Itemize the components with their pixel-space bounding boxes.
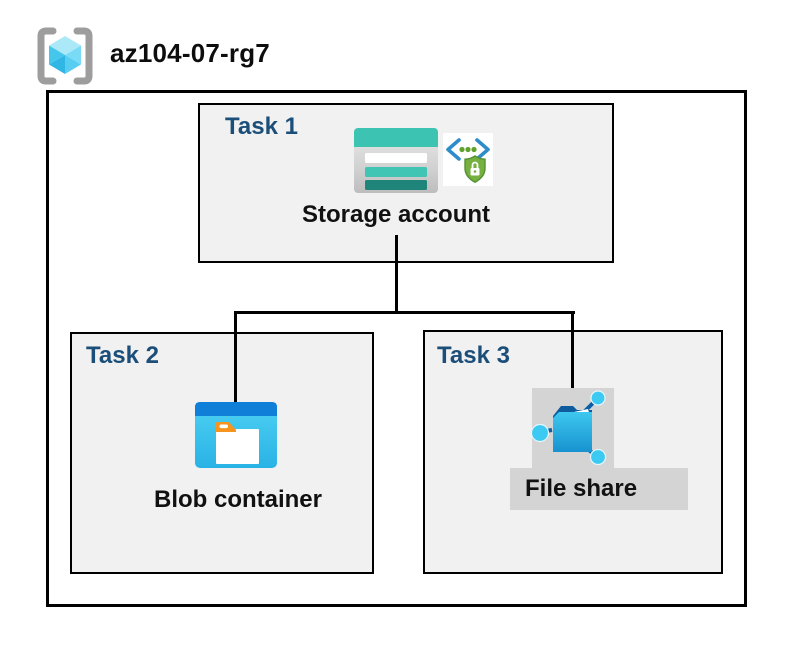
task-3-label: Task 3: [437, 342, 510, 369]
blob-container-icon: [195, 402, 277, 468]
task-2-label: Task 2: [86, 342, 159, 369]
resource-group-icon: [37, 27, 93, 85]
shared-access-signature-icon: [443, 133, 493, 186]
resource-group-title: az104-07-rg7: [110, 38, 270, 68]
storage-account-icon: [354, 128, 438, 193]
task-1-label: Task 1: [225, 113, 298, 140]
file-share-label: File share: [525, 475, 638, 502]
connector-storage-stem: [395, 235, 398, 314]
connector-horizontal: [234, 311, 575, 314]
connector-to-file-share: [571, 311, 574, 390]
connector-to-blob-container: [234, 311, 237, 404]
blob-container-label: Blob container: [153, 486, 322, 513]
file-share-label-plate: File share: [510, 468, 688, 510]
file-share-icon: [532, 390, 607, 466]
file-share-icon-backdrop: [532, 388, 614, 470]
storage-account-label: Storage account: [301, 201, 491, 228]
